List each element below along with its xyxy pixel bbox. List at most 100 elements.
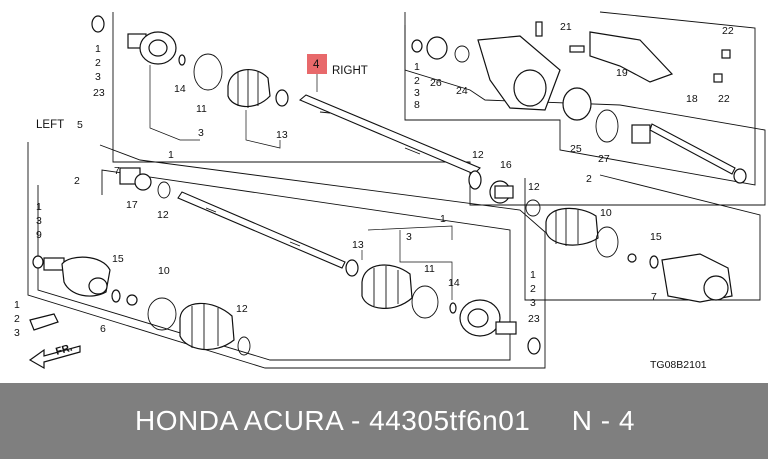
right-outer-frame: [524, 174, 761, 301]
svg-text:1: 1: [95, 43, 101, 55]
svg-text:2: 2: [530, 283, 536, 295]
callout-24: 24: [456, 85, 468, 97]
svg-text:8: 8: [414, 99, 420, 111]
callout-2-left: 2: [74, 175, 80, 187]
svg-text:23: 23: [528, 313, 540, 325]
right-label: RIGHT: [332, 65, 368, 77]
svg-text:3: 3: [95, 71, 101, 83]
intermediate-bracket: [477, 21, 731, 111]
outboard-joint-left: [43, 256, 111, 297]
dynamic-damper-16: [489, 180, 514, 204]
svg-text:3: 3: [36, 215, 42, 227]
callout-2-right: 2: [586, 173, 592, 185]
boot-right: [545, 207, 599, 246]
right-drive-shaft: [298, 94, 481, 175]
callout-12-a: 12: [157, 209, 169, 221]
exploded-view-svg: 4 RIGHT LEFT 5 1 2 3 23 14 11 3 1 13 21 …: [14, 11, 766, 371]
right-nut-stack: 1 2 3 23: [527, 269, 541, 355]
circlip-27: [595, 109, 619, 143]
left-inner-frame: [37, 169, 511, 361]
svg-text:3: 3: [14, 327, 20, 339]
boot-top: [227, 69, 271, 108]
callout-5: 5: [77, 119, 83, 131]
callout-14-mid: 14: [448, 277, 460, 289]
callout-15-right: 15: [650, 231, 662, 243]
svg-text:FR.: FR.: [54, 342, 74, 358]
callout-17: 17: [126, 199, 138, 211]
callout-18: 18: [686, 93, 698, 105]
boot-band-top: [193, 53, 223, 91]
callout-7: 7: [114, 165, 120, 177]
callout-12-left: 12: [236, 303, 248, 315]
clip-24: [454, 45, 470, 63]
svg-text:2: 2: [14, 313, 20, 325]
highlight-box: [307, 54, 327, 74]
outboard-cv-joint-top: [127, 31, 177, 65]
inboard-joint-right: [661, 253, 733, 303]
callout-11-mid: 11: [424, 263, 435, 275]
callout-3-mid: 3: [406, 231, 412, 243]
spider-right: [627, 253, 637, 263]
top-left-nut-stack: 1 2 3 23: [91, 15, 105, 99]
callout-10-right: 10: [600, 207, 612, 219]
svg-text:2: 2: [414, 75, 420, 87]
clamp-12-left: [237, 336, 251, 356]
upper-shaft-frame: [112, 12, 766, 206]
spider-left: [126, 294, 138, 306]
diagram-code: TG08B2101: [650, 359, 707, 371]
callout-22-top: 22: [722, 25, 734, 37]
svg-text:9: 9: [36, 229, 42, 241]
callout-12-c: 12: [528, 181, 540, 193]
boot-band-left: [147, 297, 177, 331]
callout-1-mid: 1: [440, 213, 446, 225]
callout-16: 16: [500, 159, 512, 171]
band-clamp-mid: [345, 259, 359, 277]
callout-10-left: 10: [158, 265, 170, 277]
caption-bar: HONDA ACURA - 44305tf6n01 N - 4: [0, 383, 768, 459]
clamp-12c: [525, 199, 541, 217]
clip-mid: [449, 302, 457, 314]
callout-21: 21: [560, 21, 572, 33]
clip-top: [178, 54, 186, 66]
upper-bracket-frame: [404, 11, 756, 186]
left-nut-stack-a: 1 3 9: [32, 201, 44, 269]
callout-13-mid: 13: [352, 239, 364, 251]
caption-text: HONDA ACURA - 44305tf6n01 N - 4: [135, 405, 635, 436]
clip-15-left: [111, 289, 121, 303]
callout-26: 26: [430, 77, 442, 89]
callout-11-top: 11: [196, 103, 207, 115]
outboard-joint-mid: [459, 299, 517, 337]
callout-15-left: 15: [112, 253, 124, 265]
callout-25: 25: [570, 143, 582, 155]
svg-text:1: 1: [414, 61, 420, 73]
svg-text:1: 1: [530, 269, 536, 281]
svg-text:3: 3: [530, 297, 536, 309]
clamp-12a: [157, 181, 171, 199]
clip-15-right: [649, 255, 659, 269]
svg-text:1: 1: [36, 201, 42, 213]
callout-19: 19: [616, 67, 628, 79]
boot-mid: [361, 264, 413, 309]
boot-band-mid: [411, 285, 439, 319]
callout-14-top: 14: [174, 83, 186, 95]
intermediate-shaft-18: [631, 123, 747, 184]
front-arrow: FR.: [28, 342, 81, 370]
bearing-25: [562, 87, 592, 121]
boot-left: [179, 302, 235, 351]
seal-12: [468, 170, 482, 190]
parts-diagram: 4 RIGHT LEFT 5 1 2 3 23 14 11 3 1 13 21 …: [14, 11, 766, 371]
svg-text:23: 23: [93, 87, 105, 99]
callout-27: 27: [598, 153, 610, 165]
left-label: LEFT: [36, 119, 64, 131]
bearing-26: [426, 36, 448, 60]
callout-13-top: 13: [276, 129, 288, 141]
highlight-number: 4: [313, 59, 320, 71]
boot-band-right: [595, 226, 619, 258]
left-nut-stack-b: 1 2 3: [14, 299, 59, 339]
callout-6: 6: [100, 323, 106, 335]
svg-text:3: 3: [414, 87, 420, 99]
callout-7-right: 7: [651, 291, 657, 303]
inboard-joint-17: [119, 167, 152, 191]
callout-22-bottom: 22: [718, 93, 730, 105]
bracket-stack: 1 2 3 8: [411, 39, 423, 111]
